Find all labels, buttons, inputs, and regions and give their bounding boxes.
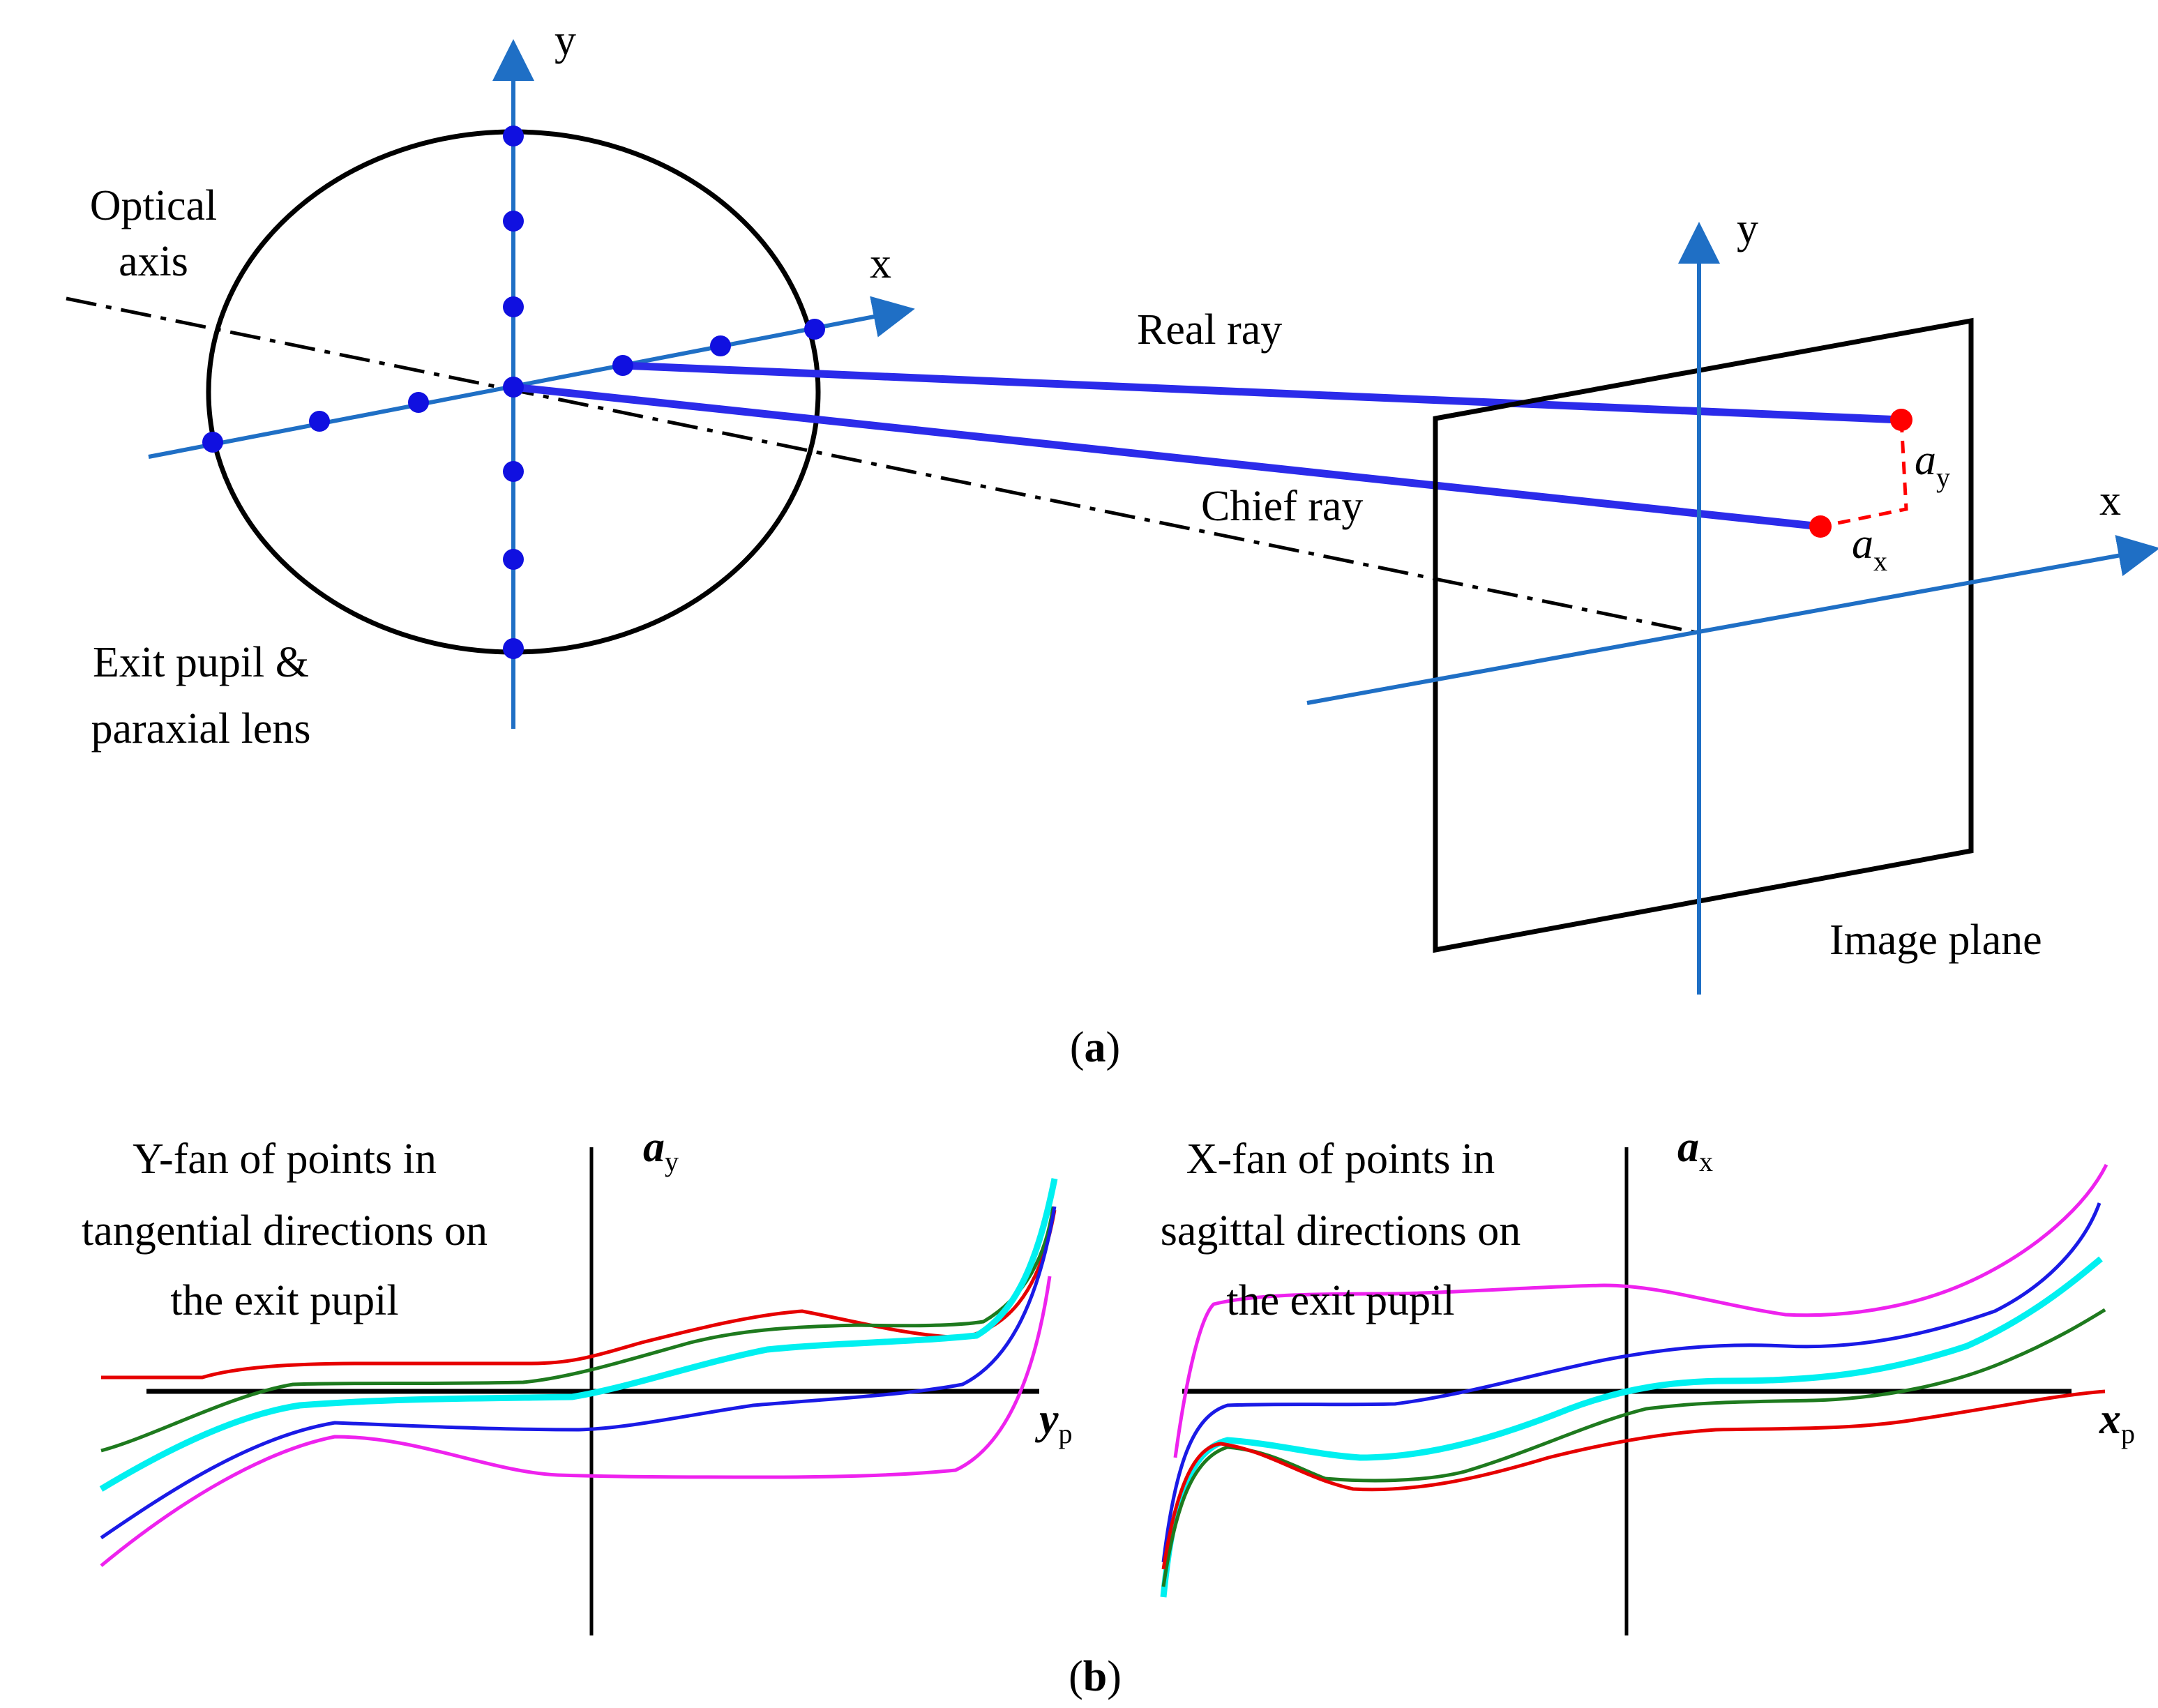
chief-ray-image-point [1809, 515, 1832, 538]
chief-ray-label: Chief ray [1201, 483, 1363, 530]
pupil-point [503, 461, 524, 482]
optical-axis-label-line2: axis [119, 238, 188, 285]
x-fan-curve-blue [1161, 1202, 2102, 1563]
pupil-point [309, 411, 330, 432]
ay-aberration-main: a [1915, 437, 1936, 484]
pupil-point [503, 211, 524, 232]
x-fan-haxis-sub: p [2121, 1418, 2135, 1449]
pupil-sample-points [202, 126, 825, 659]
pupil-point [503, 377, 524, 398]
panel-b-caption: (b) [1069, 1653, 1122, 1700]
x-fan-curve-magenta [1173, 1163, 2108, 1458]
image-plane [1433, 317, 1974, 953]
pupil-point [612, 355, 633, 376]
pupil-y-axis-label: y [554, 17, 576, 64]
image-x-axis [1306, 535, 2158, 705]
chief-ray-line [513, 383, 1821, 531]
x-fan-curve-red [1161, 1389, 2106, 1570]
x-fan-vaxis-sub: x [1699, 1146, 1713, 1177]
y-fan-curve-cyan [99, 1178, 1058, 1492]
x-fan-curve-cyan [1160, 1256, 2103, 1598]
panel-b-caption-open: ( [1069, 1653, 1083, 1700]
ax-aberration-sub: x [1873, 545, 1887, 577]
y-fan-vaxis-sub: y [665, 1146, 679, 1177]
panel-a-caption-close: ) [1106, 1024, 1121, 1071]
image-plane-label: Image plane [1829, 916, 2042, 964]
pupil-point [710, 335, 731, 356]
panel-b-caption-close: ) [1107, 1653, 1122, 1700]
pupil-point [503, 296, 524, 317]
aberration-legs [1820, 419, 1908, 529]
panel-a: y x Optical axis Real ray Chief ray Exit… [66, 17, 2158, 1071]
ax-aberration-main: a [1852, 520, 1873, 568]
x-fan-vertical-axis-label: ax [1677, 1124, 1713, 1177]
y-fan-vertical-axis-label: ay [643, 1124, 679, 1177]
pupil-point [503, 638, 524, 659]
image-x-axis-label: x [2099, 477, 2121, 524]
pupil-x-axis-label: x [870, 240, 891, 287]
x-fan-plot: X-fan of points in sagittal directions o… [1160, 1124, 2135, 1635]
pupil-point [804, 319, 825, 340]
y-fan-plot: Y-fan of points in tangential directions… [82, 1124, 1073, 1635]
ay-aberration-sub: y [1936, 462, 1950, 493]
y-fan-curve-magenta [100, 1276, 1052, 1567]
image-y-axis-label: y [1737, 205, 1758, 252]
ay-aberration-label: ay [1915, 437, 1950, 493]
panel-b: Y-fan of points in tangential directions… [82, 1124, 2135, 1700]
optical-axis-line [66, 296, 1701, 635]
y-fan-title-line2: tangential directions on [82, 1207, 488, 1255]
y-fan-curve-green [100, 1206, 1055, 1453]
exit-pupil-label-line1: Exit pupil & [93, 639, 309, 686]
y-fan-haxis-sub: p [1059, 1418, 1073, 1449]
y-fan-horizontal-axis-label: yp [1034, 1396, 1073, 1449]
x-fan-haxis-main: x [2099, 1396, 2121, 1443]
real-ray-label: Real ray [1137, 306, 1282, 354]
y-fan-vaxis-main: a [643, 1124, 665, 1171]
x-fan-title-line1: X-fan of points in [1186, 1135, 1495, 1183]
optical-axis-label-line1: Optical [90, 182, 218, 229]
pupil-x-axis [148, 296, 915, 459]
panel-b-caption-letter: b [1083, 1653, 1107, 1700]
pupil-point [503, 126, 524, 146]
y-fan-title-line1: Y-fan of points in [133, 1135, 437, 1183]
pupil-point [503, 549, 524, 570]
y-fan-haxis-main: y [1034, 1396, 1059, 1443]
y-fan-curve-blue [100, 1206, 1057, 1540]
pupil-point [202, 432, 223, 453]
ax-aberration-label: ax [1852, 520, 1887, 577]
pupil-point [408, 392, 429, 413]
x-fan-vaxis-main: a [1677, 1124, 1699, 1171]
panel-a-caption-letter: a [1085, 1024, 1106, 1071]
panel-a-caption-open: ( [1070, 1024, 1085, 1071]
real-ray-image-point [1890, 409, 1912, 431]
panel-a-caption: (a) [1070, 1024, 1120, 1071]
exit-pupil-label-line2: paraxial lens [91, 705, 310, 753]
x-fan-title-line3: the exit pupil [1226, 1277, 1454, 1324]
x-fan-horizontal-axis-label: xp [2099, 1396, 2135, 1449]
y-fan-title-line3: the exit pupil [170, 1277, 398, 1324]
x-fan-title-line2: sagittal directions on [1161, 1207, 1521, 1255]
real-ray-line [622, 361, 1902, 424]
